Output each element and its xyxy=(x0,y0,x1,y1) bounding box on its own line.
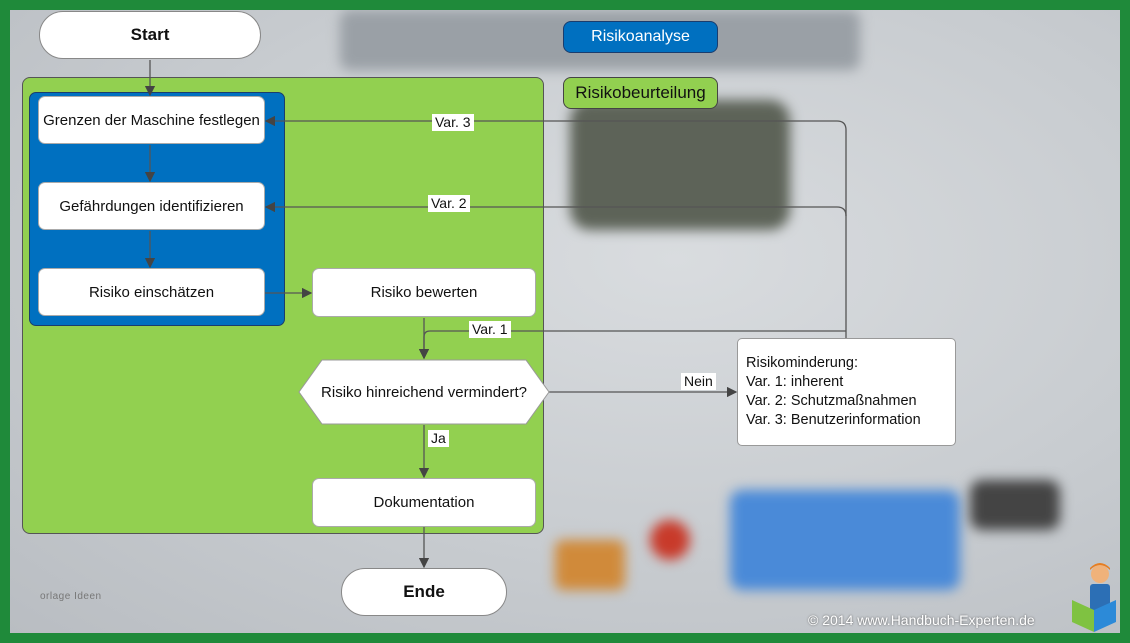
edge-label-var1: Var. 1 xyxy=(469,321,511,338)
einschaetzen-node: Risiko einschätzen xyxy=(38,268,265,316)
expert-logo-icon xyxy=(1066,560,1122,632)
edge-var2-loop xyxy=(266,207,846,216)
bewerten-node: Risiko bewerten xyxy=(312,268,536,317)
risikominderung-box: Risikominderung: Var. 1: inherent Var. 2… xyxy=(737,338,956,446)
risikobeurteilung-legend: Risikobeurteilung xyxy=(563,77,718,109)
risikominderung-title: Risikominderung: xyxy=(746,354,947,373)
risikominderung-item-2: Var. 2: Schutzmaßnahmen xyxy=(746,392,947,411)
grenzen-node: Grenzen der Maschine festlegen xyxy=(38,96,265,144)
edge-label-ja: Ja xyxy=(428,430,449,447)
decision-label: Risiko hinreichend vermindert? xyxy=(298,359,550,425)
risikoanalyse-legend: Risikoanalyse xyxy=(563,21,718,53)
dokumentation-node: Dokumentation xyxy=(312,478,536,527)
risikominderung-item-1: Var. 1: inherent xyxy=(746,373,947,392)
copyright-text: © 2014 www.Handbuch-Experten.de xyxy=(808,612,1035,628)
edge-label-var2: Var. 2 xyxy=(428,195,470,212)
end-node: Ende xyxy=(341,568,507,616)
start-node: Start xyxy=(39,11,261,59)
risikominderung-item-3: Var. 3: Benutzerinformation xyxy=(746,411,947,430)
gefaehrdungen-node: Gefährdungen identifizieren xyxy=(38,182,265,230)
edge-label-var3: Var. 3 xyxy=(432,114,474,131)
watermark-text: orlage Ideen xyxy=(40,591,102,602)
edge-label-nein: Nein xyxy=(681,373,716,390)
